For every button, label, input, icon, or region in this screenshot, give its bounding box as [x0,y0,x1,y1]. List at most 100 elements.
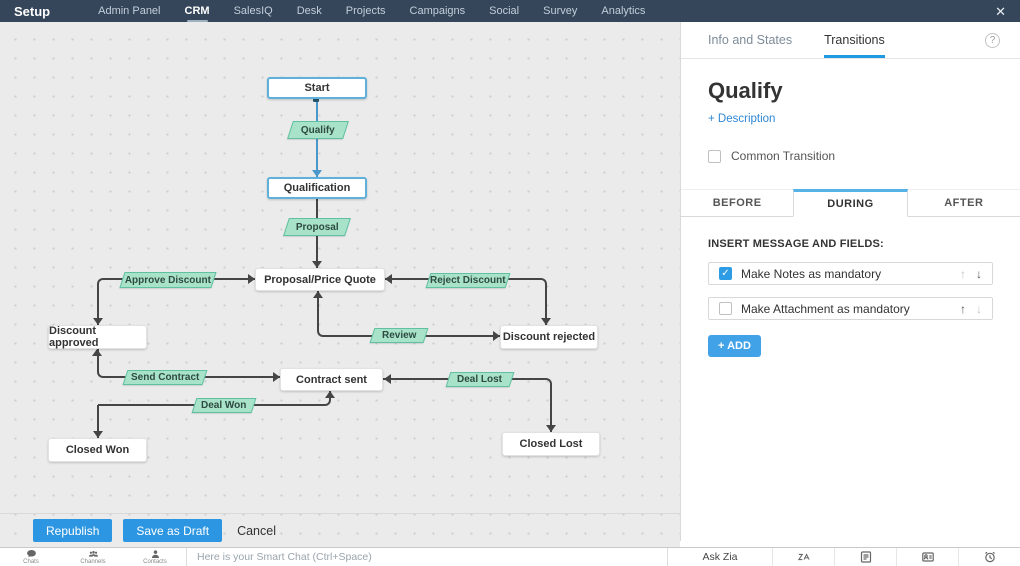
cancel-button[interactable]: Cancel [237,523,276,538]
tab-before[interactable]: BEFORE [681,189,794,217]
contact-card-icon[interactable] [896,548,958,566]
top-navigation-bar: Setup Admin Panel CRM SalesIQ Desk Proje… [0,0,1020,22]
ask-zia-button[interactable]: Ask Zia [668,548,772,566]
chats-shortcut[interactable]: Chats [0,548,62,566]
help-icon[interactable]: ? [985,33,1000,48]
smart-chat-bar: Chats Channels Contacts Ask Zia [0,547,1020,566]
chats-label: Chats [23,558,39,565]
chat-bubble-icon [26,549,36,557]
arrowhead-icon [313,291,323,298]
connector-deal-won [97,405,99,438]
transition-label: Reject Discount [430,275,506,286]
channels-label: Channels [80,558,106,565]
smart-chat-input[interactable] [186,548,667,566]
transition-label: Deal Won [201,400,247,411]
nav-item-social[interactable]: Social [489,5,520,17]
reorder-controls: ↑ ↓ [960,303,982,315]
nav-item-salesiq[interactable]: SalesIQ [233,5,273,17]
reorder-controls: ↑ ↓ [960,268,982,280]
nav-item-survey[interactable]: Survey [543,5,578,17]
transition-qualify[interactable]: Qualify [287,121,349,139]
contacts-label: Contacts [143,558,167,565]
arrowhead-icon [273,372,280,382]
transition-proposal[interactable]: Proposal [283,218,351,236]
person-icon [151,549,159,558]
transition-approve-discount[interactable]: Approve Discount [119,272,217,288]
state-closed-lost[interactable]: Closed Lost [502,432,600,456]
move-up-icon[interactable]: ↑ [960,301,966,316]
setup-title: Setup [14,3,51,19]
nav-item-projects[interactable]: Projects [345,5,386,17]
state-closed-won[interactable]: Closed Won [48,438,147,462]
state-qualification[interactable]: Qualification [267,177,367,199]
panel-tab-bar: Info and States Transitions ? [681,22,1020,59]
transition-label: Deal Lost [457,374,503,385]
zia-icon[interactable] [772,548,834,566]
state-contract-sent[interactable]: Contract sent [280,368,383,391]
state-discount-rejected[interactable]: Discount rejected [500,325,598,349]
common-transition-row: Common Transition [708,149,993,163]
common-transition-checkbox[interactable] [708,149,721,163]
ask-zia-label: Ask Zia [702,551,738,563]
move-down-icon[interactable]: ↓ [976,301,982,316]
insert-message-heading: INSERT MESSAGE AND FIELDS: [708,238,884,250]
chat-shortcuts: Chats Channels Contacts [0,548,186,566]
notes-icon[interactable] [834,548,896,566]
tab-after[interactable]: AFTER [907,189,1020,217]
arrowhead-icon [546,425,556,432]
mandatory-item-label: Make Notes as mandatory [741,266,882,281]
contacts-shortcut[interactable]: Contacts [124,548,186,566]
phase-tab-bar: BEFORE DURING AFTER [681,189,1020,217]
nav-item-admin-panel[interactable]: Admin Panel [98,5,161,17]
tab-during[interactable]: DURING [793,189,908,217]
transition-label: Send Contract [130,372,200,383]
arrowhead-icon [541,318,551,325]
reminder-clock-icon[interactable] [958,548,1020,566]
arrowhead-icon [325,391,335,398]
mandatory-item-notes: Make Notes as mandatory ↑ ↓ [708,262,993,285]
close-icon[interactable]: ✕ [995,3,1006,19]
arrowhead-icon [92,349,102,356]
arrowhead-icon [248,274,255,284]
move-up-icon[interactable]: ↑ [960,266,966,281]
republish-button[interactable]: Republish [33,519,113,542]
arrowhead-icon [93,318,103,325]
transition-deal-lost[interactable]: Deal Lost [445,372,515,387]
transition-reject-discount[interactable]: Reject Discount [425,273,511,288]
state-discount-approved[interactable]: Discount approved [48,325,147,349]
top-nav: Admin Panel CRM SalesIQ Desk Projects Ca… [98,5,646,22]
state-start[interactable]: Start [267,77,367,99]
transition-deal-won[interactable]: Deal Won [191,398,257,413]
panel-body: Qualify + Description Common Transition … [681,78,1020,357]
page-title: Qualify [708,78,783,103]
tab-info-and-states[interactable]: Info and States [708,33,793,47]
arrowhead-icon [493,331,500,341]
arrowhead-icon [312,261,322,268]
nav-item-desk[interactable]: Desk [296,5,322,17]
arrowhead-icon [385,274,392,284]
state-proposal-price-quote[interactable]: Proposal/Price Quote [255,268,385,291]
group-icon [88,550,98,557]
mandatory-item-attachment: Make Attachment as mandatory ↑ ↓ [708,297,993,320]
transition-review[interactable]: Review [369,328,429,343]
nav-item-campaigns[interactable]: Campaigns [409,5,466,17]
blueprint-canvas[interactable]: Start Qualification Proposal/Price Quote… [0,22,680,547]
transition-label: Approve Discount [124,274,212,286]
add-description-link[interactable]: + Description [708,113,776,125]
tab-transitions[interactable]: Transitions [824,22,885,58]
move-down-icon[interactable]: ↓ [976,266,982,281]
save-as-draft-button[interactable]: Save as Draft [123,519,223,542]
nav-item-crm[interactable]: CRM [184,5,210,22]
add-button[interactable]: + ADD [708,335,761,357]
transition-label: Qualify [301,124,335,136]
attachment-mandatory-checkbox[interactable] [719,302,732,315]
arrowhead-icon [384,374,391,384]
transition-label: Proposal [295,221,339,233]
channels-shortcut[interactable]: Channels [62,548,124,566]
nav-item-analytics[interactable]: Analytics [601,5,646,17]
notes-mandatory-checkbox[interactable] [719,267,732,280]
transition-send-contract[interactable]: Send Contract [122,370,208,385]
mandatory-item-label: Make Attachment as mandatory [741,301,910,316]
zia-toolbar: Ask Zia [667,548,1020,566]
